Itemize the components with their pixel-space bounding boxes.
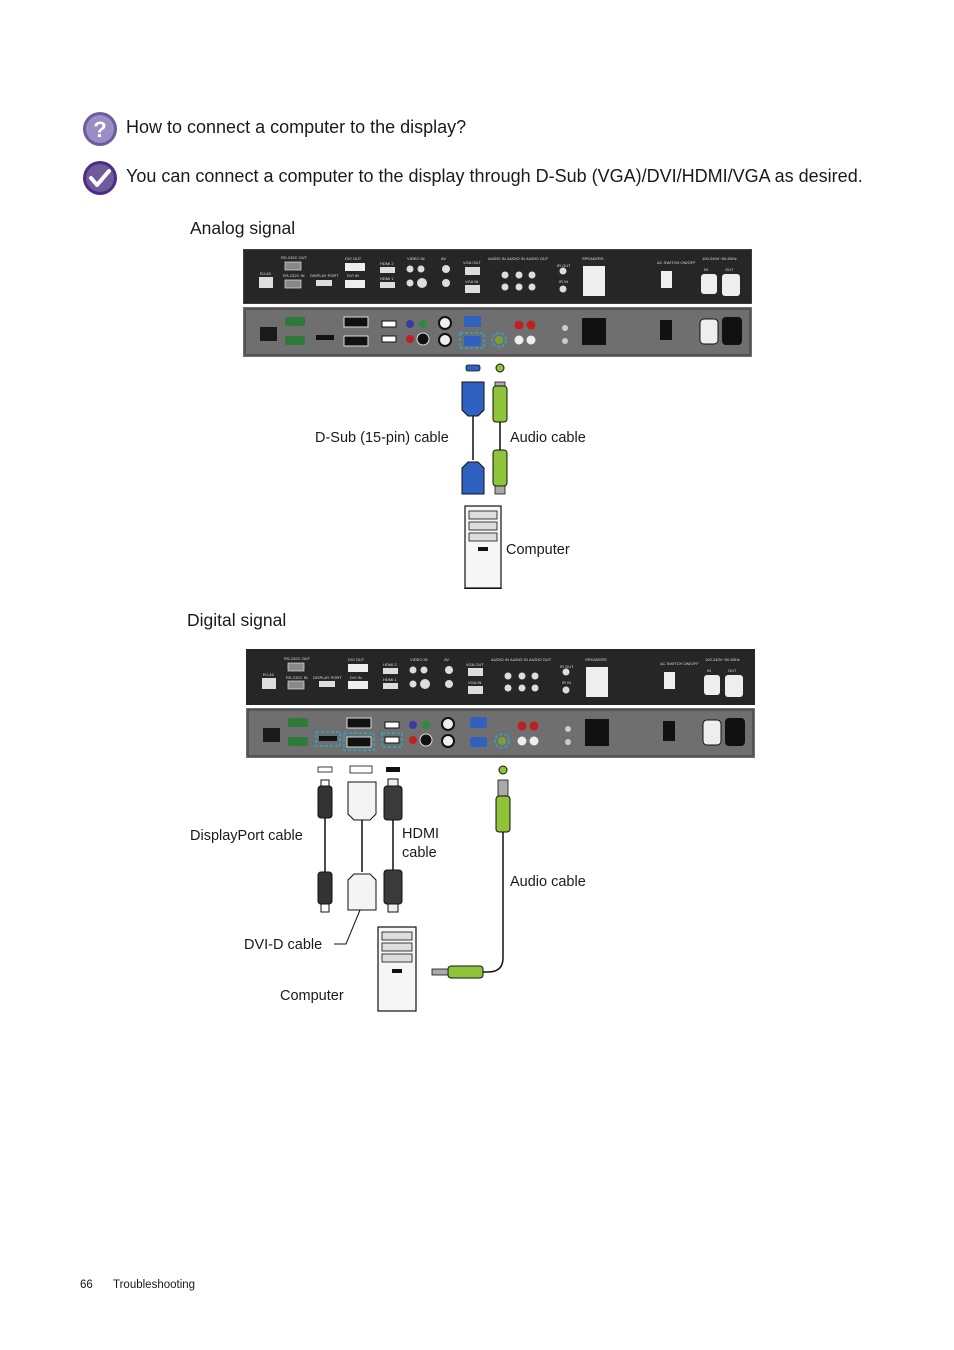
d-label-ac-out: OUT	[728, 668, 737, 673]
digital-computer-tower-icon	[377, 926, 417, 1012]
page-number: 66	[80, 1279, 93, 1291]
label-vga-out: VGA OUT	[463, 260, 481, 265]
label-rs232-out: RS-232C OUT	[281, 255, 308, 260]
label-ir-out: IR OUT	[557, 263, 571, 268]
footer-section: Troubleshooting	[113, 1279, 196, 1291]
label-ir-in: IR IN	[559, 279, 568, 284]
displayport-connector-icon	[317, 766, 333, 773]
d-label-power: 100-240V~50-60Hz	[705, 657, 740, 662]
d-label-dvi-out: DVI OUT	[348, 657, 365, 662]
digital-audio-plug-icon	[495, 795, 511, 833]
label-hdmi2: HDMI 2	[380, 261, 394, 266]
d-label-ir-out: IR OUT	[560, 664, 574, 669]
d-label-vga-in: VGA IN	[468, 680, 481, 685]
dsub-cable-label: D-Sub (15-pin) cable	[315, 430, 449, 446]
label-ac-out: OUT	[725, 267, 734, 272]
d-label-speakers: SPEAKERS	[585, 657, 607, 662]
dvi-plug-top-icon	[347, 781, 377, 821]
analog-back-panel-ports	[243, 307, 752, 357]
svg-text:?: ?	[93, 117, 106, 142]
displayport-plug-top-icon	[317, 785, 333, 819]
hdmi-cable-label-line1: HDMI	[402, 826, 440, 842]
answer-text: You can connect a computer to the displa…	[126, 166, 863, 186]
label-rs232-in: RS-232C IN	[283, 273, 305, 278]
label-power: 100-240V~50-60Hz	[702, 256, 737, 261]
d-label-dvi-in: DVI IN	[350, 675, 362, 680]
vga-plug-top-icon	[461, 381, 485, 417]
digital-back-panel-ports	[246, 708, 755, 758]
d-label-displayport: DISPLAY PORT	[313, 675, 342, 680]
label-hdmi1: HDMI 1	[380, 276, 394, 281]
displayport-plug-bottom-icon	[317, 871, 333, 905]
d-label-ir-in: IR IN	[562, 680, 571, 685]
digital-audio-cable-illustration	[431, 765, 511, 979]
hdmi-plug-top-icon	[383, 785, 403, 821]
label-video-in: VIDEO IN	[407, 256, 425, 261]
label-audio-out: AUDIO OUT	[526, 256, 549, 261]
label-audio-in-2: AUDIO IN	[507, 256, 525, 261]
d-label-ac-in: IN	[707, 668, 711, 673]
d-label-audio-in-1: AUDIO IN	[491, 657, 509, 662]
label-av: AV	[441, 256, 446, 261]
hdmi-connector-icon	[386, 767, 400, 772]
label-ac-in: IN	[704, 267, 708, 272]
d-label-ac-switch: AC SWITCH ON/OFF	[660, 661, 699, 666]
audio-jack-icon	[495, 363, 505, 373]
analog-section-title: Analog signal	[190, 218, 296, 238]
analog-computer-tower-icon	[464, 505, 502, 589]
audio-plug-top-icon	[492, 385, 508, 423]
d-label-hdmi1: HDMI 1	[383, 677, 397, 682]
d-label-rs232-in: RS-232C IN	[286, 675, 308, 680]
label-displayport: DISPLAY PORT	[310, 273, 339, 278]
label-dvi-in: DVI IN	[347, 273, 359, 278]
d-label-audio-out: AUDIO OUT	[529, 657, 552, 662]
digital-audio-plug-side-icon	[447, 965, 484, 979]
d-label-rj45: RJ-45	[263, 672, 274, 677]
label-rj45: RJ-45	[260, 271, 271, 276]
digital-computer-label: Computer	[280, 988, 344, 1004]
dvi-cable-label: DVI-D cable	[244, 937, 323, 953]
analog-back-panel-labeled: RS-232C OUT RS-232C IN RJ-45 DISPLAY POR…	[243, 249, 752, 304]
d-label-vga-out: VGA OUT	[466, 662, 484, 667]
hdmi-cable-label-line2: cable	[402, 845, 437, 861]
d-label-audio-in-2: AUDIO IN	[510, 657, 528, 662]
displayport-cable-label: DisplayPort cable	[190, 828, 303, 844]
vga-connector-icon	[465, 364, 481, 372]
analog-computer-label: Computer	[506, 542, 570, 558]
digital-cables-illustration	[317, 765, 403, 913]
digital-audio-cable-label: Audio cable	[510, 874, 586, 890]
dvi-pointer-line	[334, 909, 361, 945]
vga-plug-bottom-icon	[461, 461, 485, 495]
d-label-hdmi2: HDMI 2	[383, 662, 397, 667]
d-label-av: AV	[444, 657, 449, 662]
question-text: How to connect a computer to the display…	[126, 117, 467, 137]
analog-audio-cable-label: Audio cable	[510, 430, 586, 446]
label-vga-in: VGA IN	[465, 279, 478, 284]
analog-cables-illustration	[461, 363, 508, 495]
dvi-plug-bottom-icon	[347, 873, 377, 911]
label-ac-switch: AC SWITCH ON/OFF	[657, 260, 696, 265]
audio-plug-bottom-icon	[492, 449, 508, 487]
label-audio-in-1: AUDIO IN	[488, 256, 506, 261]
label-dvi-out: DVI OUT	[345, 256, 362, 261]
d-label-rs232-out: RS-232C OUT	[284, 656, 311, 661]
checkmark-icon	[83, 161, 117, 195]
digital-back-panel-labeled: RS-232C OUT RS-232C IN RJ-45 DISPLAY POR…	[246, 649, 755, 705]
dvi-connector-icon	[349, 765, 373, 774]
digital-section-title: Digital signal	[187, 610, 287, 630]
label-speakers: SPEAKERS	[582, 256, 604, 261]
hdmi-plug-bottom-icon	[383, 869, 403, 905]
question-mark-icon: ?	[83, 112, 117, 146]
digital-audio-jack-icon	[498, 765, 508, 775]
d-label-video-in: VIDEO IN	[410, 657, 428, 662]
